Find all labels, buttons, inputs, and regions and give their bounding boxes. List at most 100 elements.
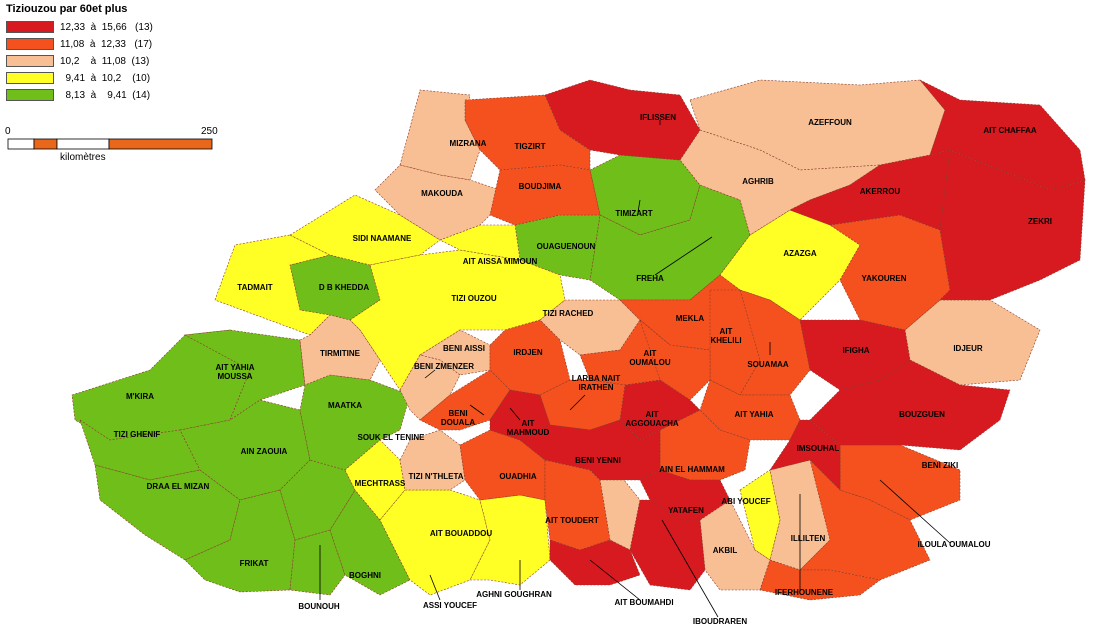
legend-item: 9,41 à 10,2 (10): [6, 71, 150, 85]
commune-label: SIDI NAAMANE: [353, 234, 412, 243]
commune-label: ASSI YOUCEF: [423, 601, 477, 610]
commune-label: D B KHEDDA: [319, 283, 369, 292]
scale-unit-label: kilomètres: [60, 152, 106, 163]
legend-range-label: 9,41 à 10,2 (10): [60, 72, 151, 84]
region-mechtrass: [344, 439, 406, 521]
commune-label: AIT BOUMAHDI: [614, 598, 673, 607]
region-beni-yenni: [519, 419, 661, 481]
commune-label: M'KIRA: [126, 392, 154, 401]
commune-label: IFLISSEN: [640, 113, 676, 122]
scale-bar: [7, 138, 213, 150]
legend-swatch: [6, 38, 54, 50]
commune-label: AKERROU: [860, 187, 901, 196]
commune-label: OUAGUENOUN: [537, 242, 596, 251]
commune-label: TIRMITINE: [320, 349, 361, 358]
commune-label: TIZI RACHED: [543, 309, 594, 318]
commune-label: AIT CHAFFAA: [983, 126, 1037, 135]
commune-label: BOUDJIMA: [519, 182, 562, 191]
legend-item: 10,2 à 11,08 (13): [6, 54, 149, 68]
commune-labels: IFLISSEN AZEFFOUN AIT CHAFFAA MIZRANA TIGZIR…: [114, 113, 1052, 626]
commune-label: SOUAMAA: [747, 360, 789, 369]
region-yatafen: [639, 469, 731, 521]
region-iflissen: [544, 79, 701, 161]
legend-title: Tiziouzou par 60et plus: [6, 3, 128, 15]
commune-label: BENI ZIKI: [922, 461, 958, 470]
legend-swatch: [6, 72, 54, 84]
commune-label: MEKLA: [676, 314, 705, 323]
region-boudjima: [489, 164, 601, 226]
commune-label: BOUNOUH: [298, 602, 340, 611]
commune-label: TIZI OUZOU: [451, 294, 497, 303]
region-abi-youcef: [739, 469, 781, 561]
commune-label: TIZI GHENIF: [114, 430, 161, 439]
region-db-khedda: [289, 254, 381, 321]
commune-label: TADMAIT: [237, 283, 273, 292]
legend-range-label: 11,08 à 12,33 (17): [60, 38, 153, 50]
commune-label: FREHA: [636, 274, 664, 283]
commune-label: SOUK EL TENINE: [358, 433, 426, 442]
commune-label: AIN ZAOUIA: [241, 447, 288, 456]
commune-label: IBOUDRAREN: [693, 617, 747, 626]
commune-label: TIGZIRT: [514, 142, 545, 151]
region-tirmitine: [299, 314, 381, 386]
commune-label: AGHRIB: [742, 177, 774, 186]
commune-label: AGHNI GOUGHRAN: [476, 590, 552, 599]
commune-label: AZEFFOUN: [808, 118, 852, 127]
region-freha: [589, 184, 751, 301]
region-draa-el-mizan: [94, 464, 241, 561]
region-mekla-2: [639, 319, 711, 401]
commune-label: AIT BOUADDOU: [430, 529, 492, 538]
legend-item: 8,13 à 9,41 (14): [6, 88, 150, 102]
commune-label: MAKOUDA: [421, 189, 463, 198]
commune-label: IFIGHA: [842, 346, 869, 355]
region-sidi-naamane: [289, 194, 441, 266]
commune-label: ZEKRI: [1028, 217, 1052, 226]
region-ait-chaffaa: [919, 79, 1086, 191]
region-bouzguen: [809, 359, 1011, 451]
commune-label: MECHTRASS: [355, 479, 406, 488]
commune-label: DRAA EL MIZAN: [147, 482, 210, 491]
commune-label: AIN EL HAMMAM: [659, 465, 725, 474]
commune-label: AKBIL: [713, 546, 738, 555]
region-mizrana: [399, 89, 481, 181]
commune-label: BOUZGUEN: [899, 410, 945, 419]
commune-label: AIT TOUDERT: [545, 516, 599, 525]
commune-label: YAKOUREN: [861, 274, 906, 283]
legend-swatch: [6, 55, 54, 67]
commune-polygons: [71, 79, 1086, 601]
region-ait-aggouacha: [619, 379, 701, 441]
legend-range-label: 8,13 à 9,41 (14): [60, 89, 151, 101]
region-illilten: [759, 559, 881, 601]
commune-label: IFERHOUNENE: [775, 588, 834, 597]
region-beni-douala: [419, 369, 511, 431]
commune-label: OUADHIA: [499, 472, 537, 481]
commune-label: IMSOUHAL: [797, 444, 840, 453]
commune-label: BOGHNI: [349, 571, 381, 580]
commune-label: IRDJEN: [513, 348, 543, 357]
leader-lines: [319, 120, 951, 618]
commune-label: BENI AISSI: [443, 344, 485, 353]
region-beni-ziki: [839, 444, 961, 521]
legend-swatch: [6, 89, 54, 101]
commune-label: BENI YENNI: [575, 456, 621, 465]
commune-label: MIZRANA: [450, 139, 487, 148]
commune-label: MAATKA: [328, 401, 362, 410]
commune-label: IDJEUR: [953, 344, 983, 353]
legend-item: 12,33 à 15,66 (13): [6, 20, 153, 34]
region-zekri: [939, 149, 1086, 301]
legend-swatch: [6, 21, 54, 33]
scale-start-label: 0: [5, 126, 11, 137]
region-ait-yahia-moussa: [184, 329, 306, 421]
commune-label: TIZI N'THLETA: [408, 472, 463, 481]
region-azazga: [719, 209, 861, 321]
region-tizi-ouzou: [349, 249, 566, 391]
region-ait-yahia: [699, 379, 801, 441]
